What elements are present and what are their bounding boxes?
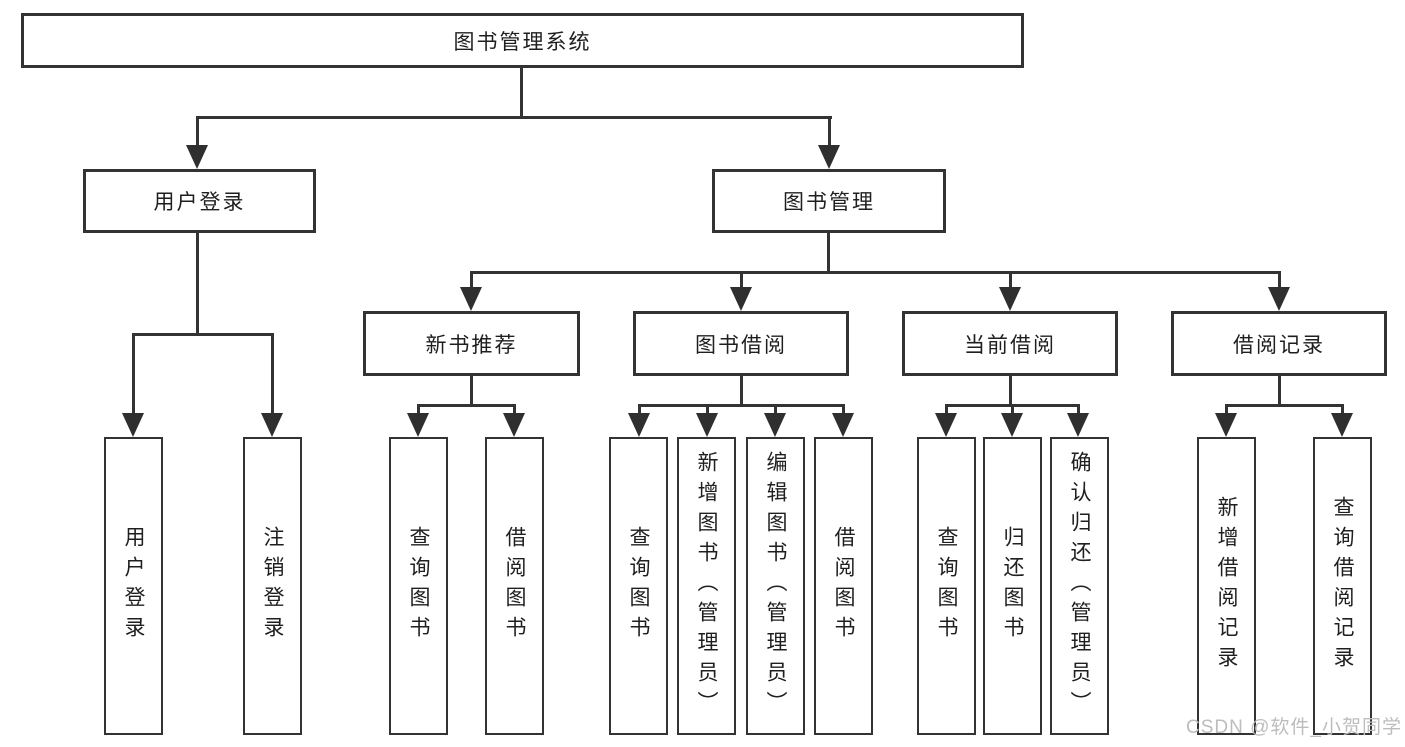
arrowhead bbox=[730, 287, 752, 311]
connector-line bbox=[1077, 404, 1080, 417]
connector-line bbox=[828, 116, 831, 149]
leaf-query-books-recommend: 查询图书 bbox=[389, 437, 448, 735]
node-book-borrow-label: 图书借阅 bbox=[695, 333, 787, 357]
leaf-add-books-admin: 新增图书（管理员） bbox=[677, 437, 736, 735]
connector-line bbox=[132, 333, 274, 336]
arrowhead bbox=[832, 413, 854, 437]
node-borrow-records: 借阅记录 bbox=[1171, 311, 1387, 376]
node-user-login-label: 用户登录 bbox=[153, 191, 246, 214]
arrowhead bbox=[696, 413, 718, 437]
leaf-add-borrow-record: 新增借阅记录 bbox=[1197, 437, 1256, 735]
connector-line bbox=[827, 233, 830, 273]
connector-line bbox=[1011, 404, 1014, 417]
connector-line bbox=[1009, 375, 1012, 406]
leaf-logout: 注销登录 bbox=[243, 437, 302, 735]
node-root: 图书管理系统 bbox=[21, 13, 1024, 68]
node-book-management: 图书管理 bbox=[712, 169, 946, 233]
node-user-login: 用户登录 bbox=[83, 169, 316, 233]
leaf-add-borrow-record-label: 新增借阅记录 bbox=[1215, 496, 1238, 676]
arrowhead bbox=[1001, 413, 1023, 437]
node-new-book-recommend: 新书推荐 bbox=[363, 311, 580, 376]
connector-line bbox=[706, 404, 709, 417]
node-current-borrow-label: 当前借阅 bbox=[964, 333, 1056, 357]
leaf-confirm-return-admin-label: 确认归还（管理员） bbox=[1068, 451, 1091, 721]
arrowhead bbox=[818, 145, 840, 169]
arrowhead bbox=[1331, 413, 1353, 437]
arrowhead bbox=[261, 413, 283, 437]
node-book-borrow: 图书借阅 bbox=[633, 311, 849, 376]
arrowhead bbox=[999, 287, 1021, 311]
leaf-confirm-return-admin: 确认归还（管理员） bbox=[1050, 437, 1109, 735]
leaf-logout-label: 注销登录 bbox=[261, 526, 284, 646]
arrowhead bbox=[460, 287, 482, 311]
connector-line bbox=[470, 271, 473, 291]
leaf-user-login: 用户登录 bbox=[104, 437, 163, 735]
arrowhead bbox=[764, 413, 786, 437]
leaf-add-books-admin-label: 新增图书（管理员） bbox=[695, 451, 718, 721]
connector-line bbox=[740, 271, 743, 291]
connector-line bbox=[1278, 375, 1281, 406]
leaf-query-books-current: 查询图书 bbox=[917, 437, 976, 735]
arrowhead bbox=[935, 413, 957, 437]
connector-line bbox=[774, 404, 777, 417]
arrowhead bbox=[1268, 287, 1290, 311]
connector-line bbox=[132, 333, 135, 417]
connector-line bbox=[513, 404, 516, 417]
leaf-return-books-label: 归还图书 bbox=[1001, 526, 1024, 646]
leaf-borrow-books-label: 借阅图书 bbox=[832, 526, 855, 646]
node-new-book-recommend-label: 新书推荐 bbox=[425, 333, 518, 357]
leaf-query-borrow-record-label: 查询借阅记录 bbox=[1331, 496, 1354, 676]
leaf-query-books-current-label: 查询图书 bbox=[935, 526, 958, 646]
connector-line bbox=[740, 375, 743, 406]
connector-line bbox=[842, 404, 845, 417]
connector-line bbox=[1009, 271, 1012, 291]
leaf-edit-books-admin: 编辑图书（管理员） bbox=[746, 437, 805, 735]
leaf-borrow-books-recommend-label: 借阅图书 bbox=[503, 526, 526, 646]
leaf-edit-books-admin-label: 编辑图书（管理员） bbox=[764, 451, 787, 721]
connector-line bbox=[1341, 404, 1344, 417]
connector-line bbox=[196, 116, 199, 149]
connector-line bbox=[470, 271, 1281, 274]
connector-line bbox=[417, 404, 516, 407]
leaf-query-books-borrow: 查询图书 bbox=[609, 437, 668, 735]
connector-line bbox=[638, 404, 641, 417]
leaf-query-borrow-record: 查询借阅记录 bbox=[1313, 437, 1372, 735]
leaf-borrow-books-recommend: 借阅图书 bbox=[485, 437, 544, 735]
connector-line bbox=[1225, 404, 1228, 417]
arrowhead bbox=[186, 145, 208, 169]
arrowhead bbox=[628, 413, 650, 437]
connector-line bbox=[196, 232, 199, 335]
connector-line bbox=[638, 404, 845, 407]
arrowhead bbox=[407, 413, 429, 437]
leaf-query-books-borrow-label: 查询图书 bbox=[627, 526, 650, 646]
csdn-watermark: CSDN @软件_小贺同学 bbox=[1186, 717, 1402, 738]
connector-line bbox=[470, 375, 473, 406]
arrowhead bbox=[503, 413, 525, 437]
leaf-user-login-label: 用户登录 bbox=[122, 526, 145, 646]
connector-line bbox=[1225, 404, 1344, 407]
arrowhead bbox=[1215, 413, 1237, 437]
node-borrow-records-label: 借阅记录 bbox=[1233, 333, 1325, 357]
connector-line bbox=[196, 116, 832, 119]
node-current-borrow: 当前借阅 bbox=[902, 311, 1118, 376]
leaf-query-books-recommend-label: 查询图书 bbox=[407, 526, 430, 646]
connector-line bbox=[945, 404, 948, 417]
arrowhead bbox=[122, 413, 144, 437]
leaf-borrow-books: 借阅图书 bbox=[814, 437, 873, 735]
connector-line bbox=[417, 404, 420, 417]
connector-line bbox=[271, 333, 274, 417]
connector-line bbox=[1278, 271, 1281, 291]
connector-line bbox=[520, 68, 523, 118]
node-book-management-label: 图书管理 bbox=[783, 191, 875, 214]
leaf-return-books: 归还图书 bbox=[983, 437, 1042, 735]
node-root-label: 图书管理系统 bbox=[453, 30, 592, 54]
arrowhead bbox=[1067, 413, 1089, 437]
